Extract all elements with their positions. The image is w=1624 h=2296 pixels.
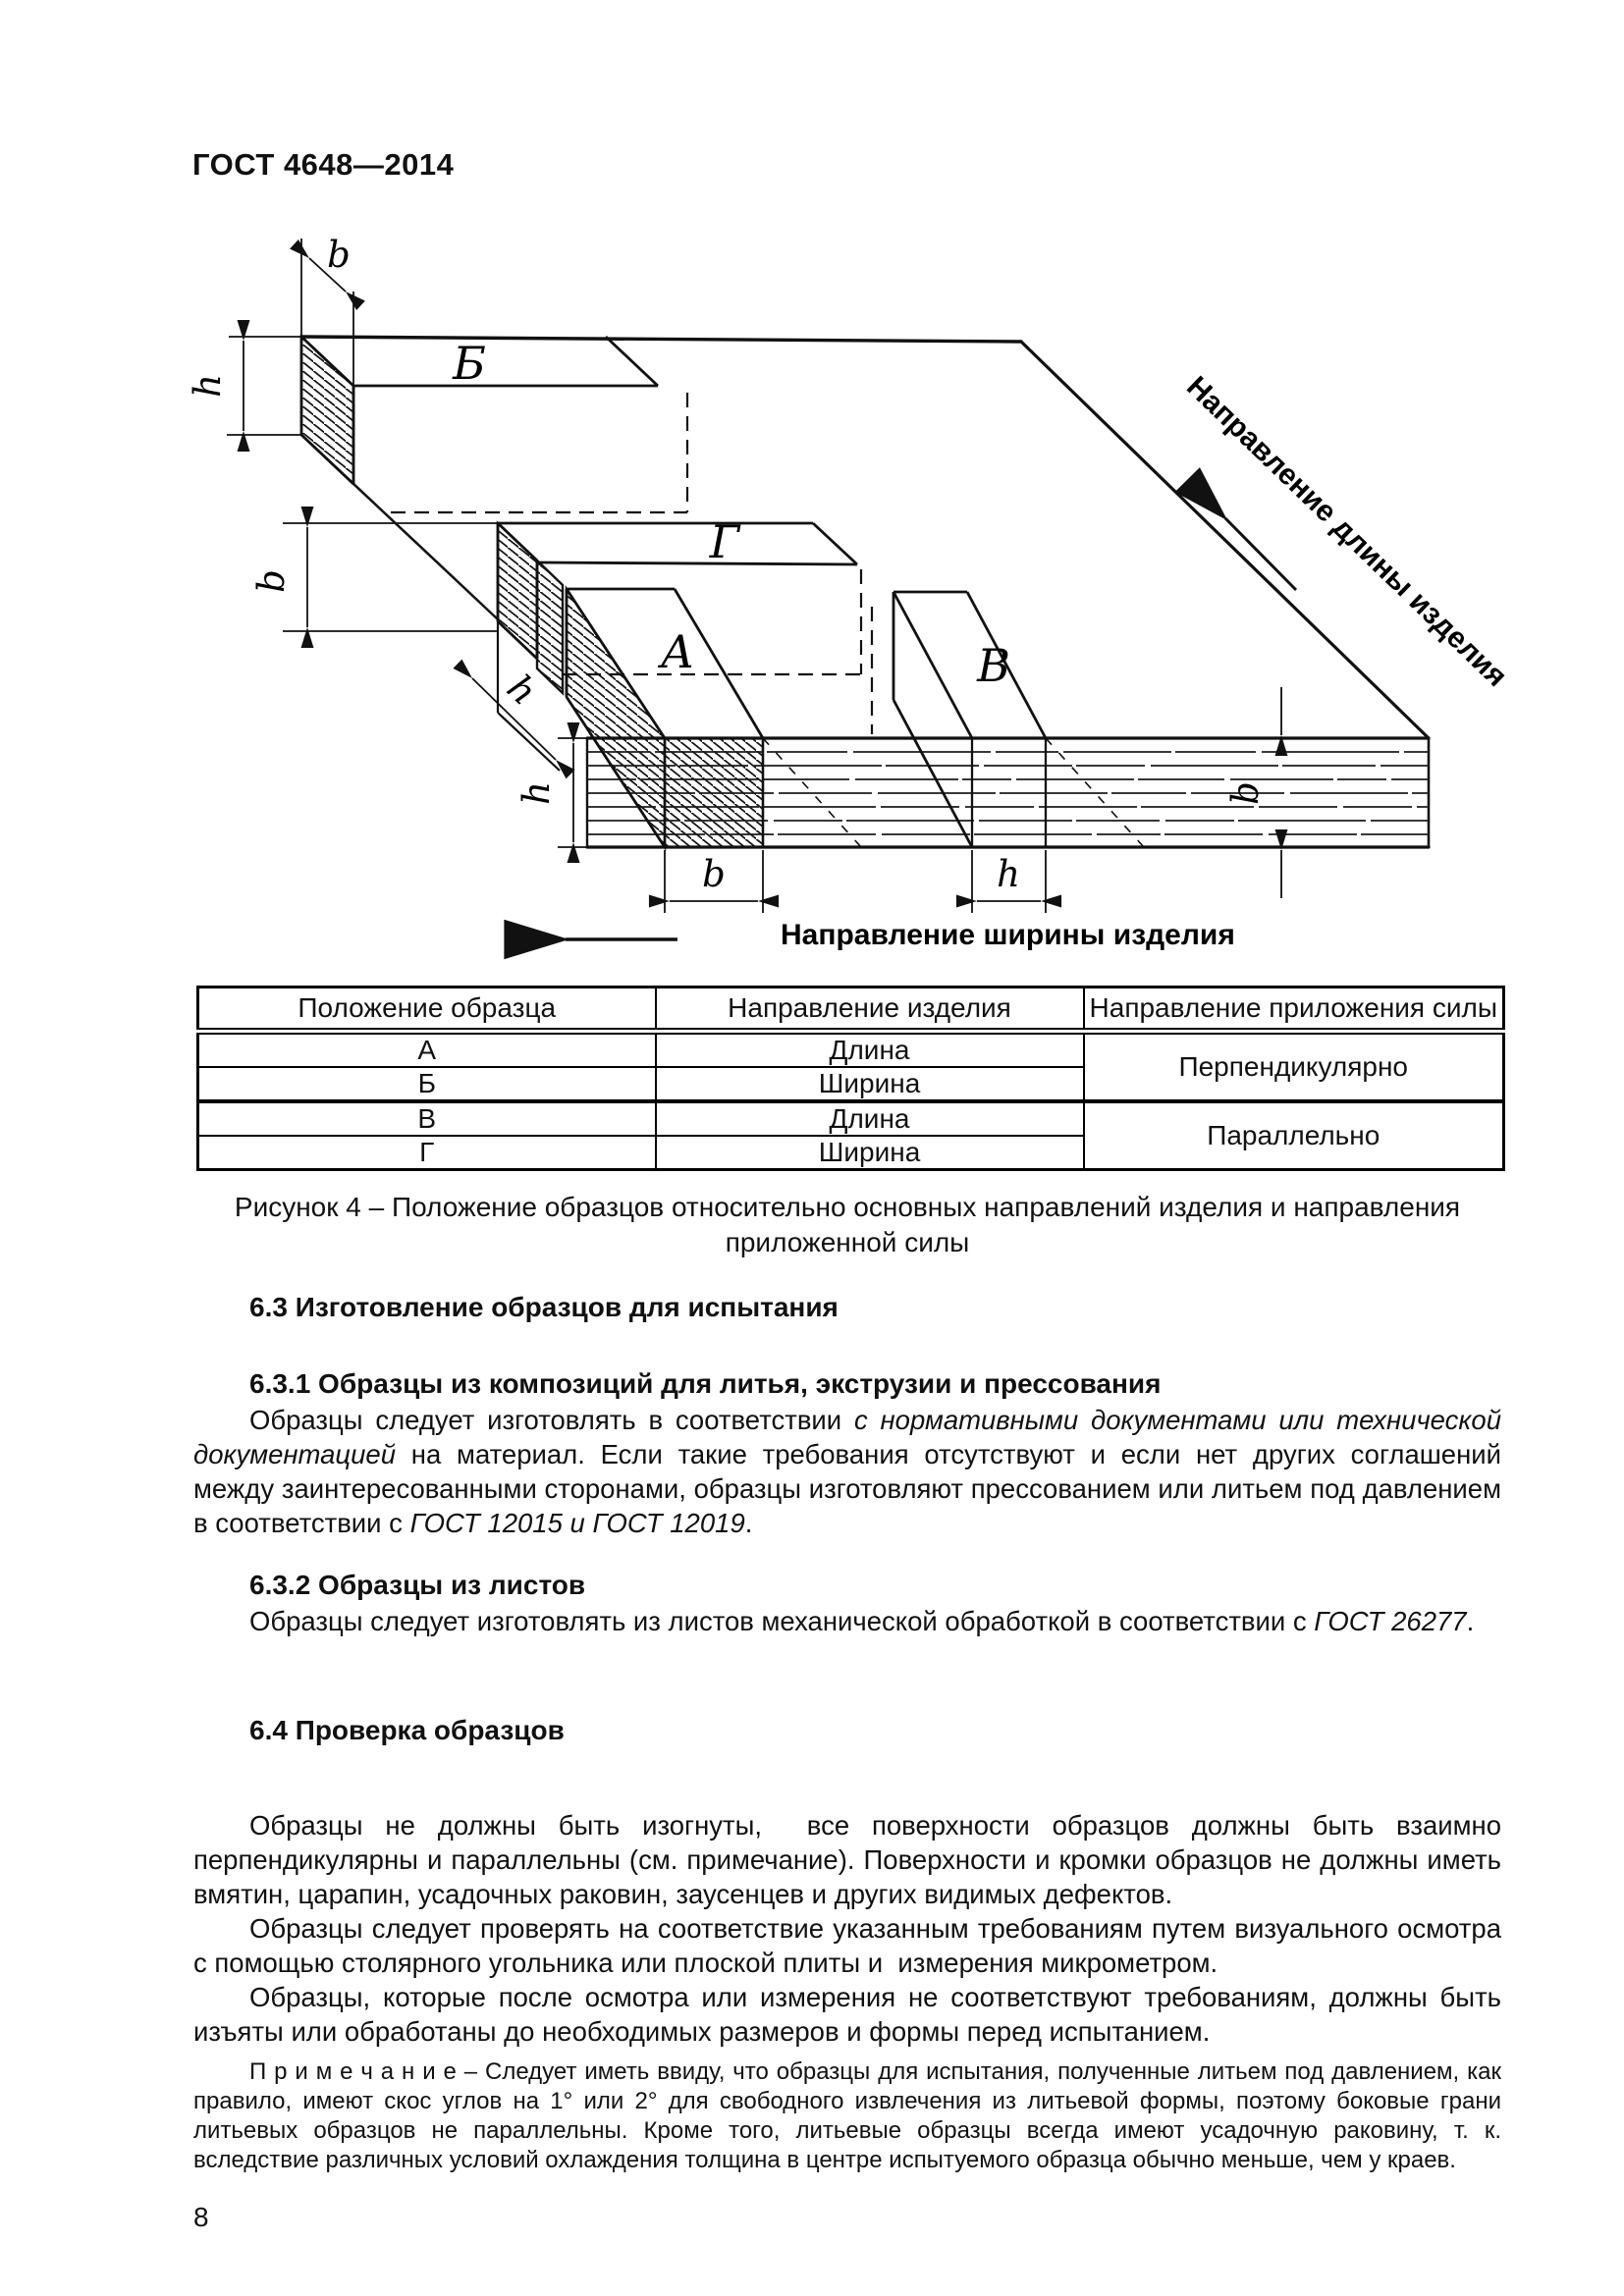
dimension-h-bottom (955, 850, 1062, 913)
page-number: 8 (193, 2202, 209, 2232)
section-6-3-1-heading: 6.3.1 Образцы из композиций для литья, э… (249, 1368, 1162, 1399)
col-header-position: Положение образца (196, 986, 657, 1035)
dimension-h-band (558, 721, 587, 864)
hatched-cut-faces (299, 334, 765, 852)
cell-direction: Длина (654, 1099, 1085, 1137)
section-6-4-paragraph-2: Образцы следует проверять на соответстви… (193, 1913, 1501, 1978)
section-6-4-paragraph-3: Образцы, которые после осмотра или измер… (193, 1982, 1501, 2047)
bar-A-outline (565, 587, 765, 848)
cell-force-perpendicular: Перпендикулярно (1082, 1030, 1505, 1102)
table-row: Г Ширина (196, 1135, 1504, 1171)
col-header-force: Направление приложения силы (1082, 986, 1505, 1035)
width-direction-label: Направление ширины изделия (781, 919, 1235, 951)
bar-V-outline (892, 590, 1048, 848)
dimension-h-left (227, 319, 301, 453)
section-6-3-heading: 6.3 Изготовление образцов для испытания (249, 1292, 839, 1322)
cell-position: А (196, 1030, 657, 1068)
doc-header-title: ГОСТ 4648—2014 (192, 147, 455, 182)
length-direction-label: Направление длины изделия (1180, 370, 1513, 693)
dim-h-left-label: h (187, 374, 229, 398)
dim-b-top-label: b (327, 234, 351, 276)
table-row: В Длина Параллельно (196, 1099, 1505, 1171)
note-paragraph: П р и м е ч а н и е – Следует иметь ввид… (193, 2058, 1501, 2173)
figure4-diagram: b h b h h (187, 234, 1513, 960)
bar-label-V: В (976, 639, 1010, 692)
cell-position: Б (196, 1066, 657, 1102)
figure-caption-line1: Рисунок 4 – Положение образцов относител… (234, 1192, 1461, 1222)
specimen-table: Положение образца Направление изделия На… (196, 986, 1505, 1171)
dimension-b-left (283, 506, 498, 649)
section-6-4-heading: 6.4 Проверка образцов (249, 1715, 565, 1745)
dimension-b-top (290, 239, 365, 386)
dim-b-left-label: b (250, 569, 293, 593)
cell-direction: Ширина (654, 1135, 1085, 1171)
dimension-h-diagonal (453, 659, 575, 779)
dimension-b-bottom (648, 850, 780, 913)
figure-caption: Рисунок 4 – Положение образцов относител… (193, 1190, 1501, 1260)
section-6-4-paragraph-1: Образцы не должны быть изогнуты, все пов… (193, 1810, 1501, 1909)
dim-b-bottom-label: b (702, 853, 726, 895)
figure-caption-line2: приложенной силы (725, 1227, 970, 1257)
cell-direction: Ширина (654, 1066, 1085, 1102)
laminate-lines (587, 751, 1429, 835)
hidden-edges (391, 393, 1145, 848)
cell-position: Г (196, 1135, 657, 1171)
section-6-3-2-heading: 6.3.2 Образцы из листов (249, 1570, 586, 1600)
dim-h-band-label: h (515, 781, 558, 805)
length-direction-arrow (1174, 467, 1298, 592)
cell-direction: Длина (654, 1030, 1085, 1068)
dim-b-right-label: b (1224, 781, 1267, 805)
section-6-3-1-paragraph: Образцы следует изготовлять в соответств… (193, 1405, 1501, 1538)
bar-label-A: А (658, 625, 695, 678)
col-header-direction: Направление изделия (654, 986, 1085, 1035)
table-header-row: Положение образца Направление изделия На… (196, 986, 1505, 1035)
section-6-3-2-paragraph: Образцы следует изготовлять из листов ме… (249, 1606, 1475, 1636)
cell-force-parallel: Параллельно (1082, 1099, 1505, 1171)
sheet-outline (299, 335, 1431, 849)
bar-label-B: Б (452, 337, 486, 390)
table-row: А Длина Перпендикулярно (196, 1030, 1505, 1102)
cell-position: В (196, 1099, 657, 1137)
dim-h-diagonal-label: h (499, 667, 545, 714)
dim-h-bottom-label: h (997, 853, 1020, 895)
bar-B-outline (299, 335, 659, 486)
table-row: Б Ширина (196, 1066, 1504, 1102)
bar-label-G: Г (709, 515, 741, 568)
